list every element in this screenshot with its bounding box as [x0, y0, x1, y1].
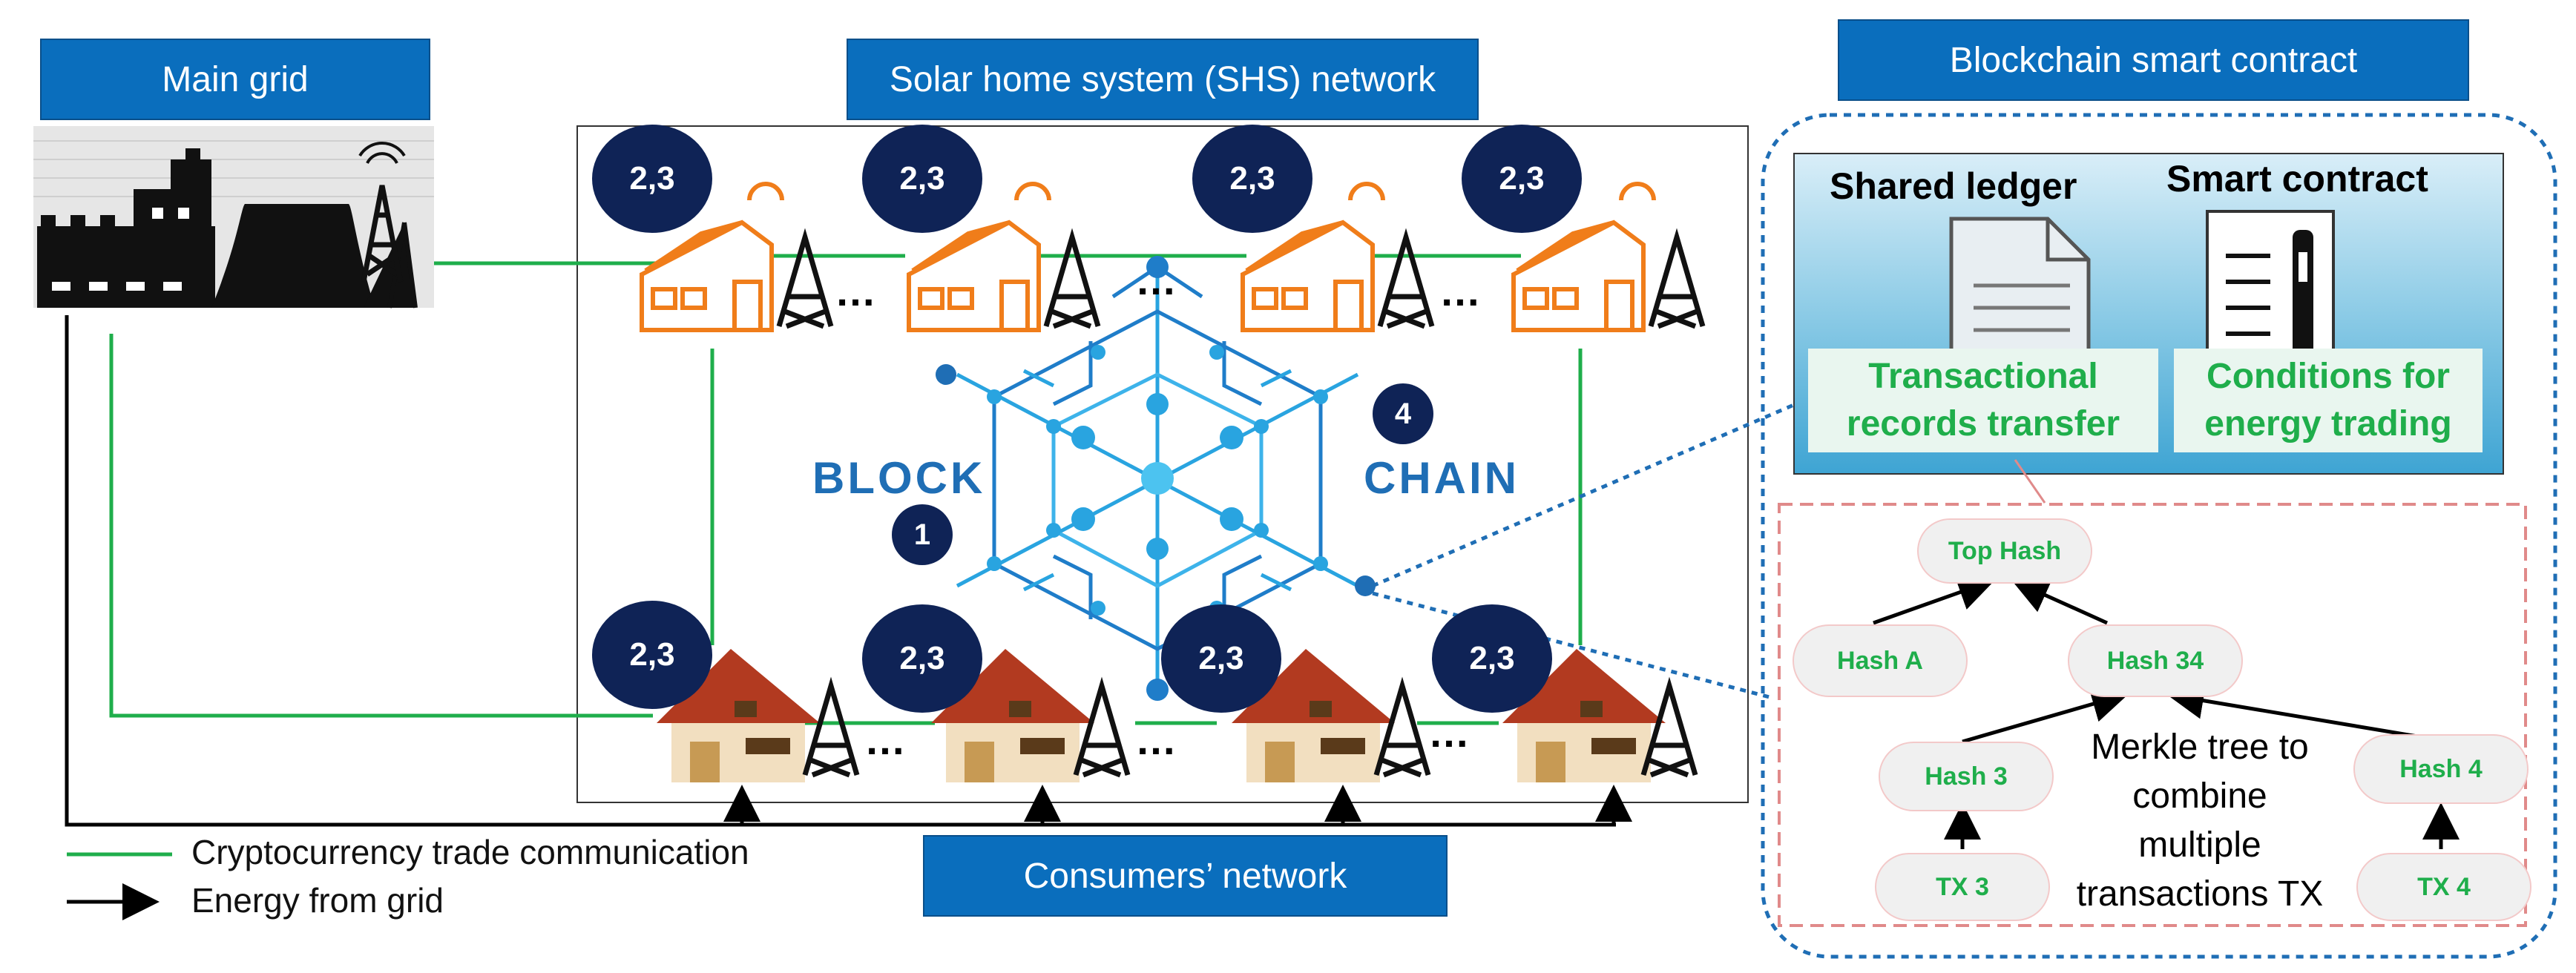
solar-house-icon: [1511, 182, 1656, 332]
merkle-node-hash-3: Hash 3: [1879, 742, 2054, 811]
smart-contract-header: Blockchain smart contract: [1838, 19, 2469, 101]
smart-contract-icon: [2206, 210, 2335, 357]
ellipsis: …: [864, 716, 907, 763]
merkle-node-tx-3: TX 3: [1875, 853, 2050, 921]
transactional-line-2: records transfer: [1846, 404, 2120, 443]
consumer-house-icon: [931, 649, 1094, 782]
transactional-records-label: Transactional records transfer: [1808, 349, 2158, 452]
step-badge: 2,3: [1432, 604, 1552, 713]
tower-icons-lower: [802, 676, 1698, 778]
step-badge: 2,3: [1161, 604, 1281, 713]
consumer-house-icon: [1502, 649, 1666, 782]
ellipsis: …: [1428, 709, 1471, 756]
merkle-node-top-hash: Top Hash: [1917, 518, 2092, 584]
step-badge: 2,3: [1462, 125, 1582, 233]
merkle-caption: Merkle tree to combine multiple transact…: [2048, 723, 2352, 919]
step-badge: 2,3: [862, 125, 982, 233]
smart-contract-frame: [1761, 113, 2557, 959]
solar-house-icon: [1241, 182, 1385, 332]
merkle-caption-line: multiple: [2138, 825, 2261, 865]
merkle-node-hash-4: Hash 4: [2353, 734, 2529, 804]
merkle-frame: [1778, 503, 2527, 927]
step-badge-4: 4: [1373, 383, 1433, 444]
merkle-caption-line: Merkle tree to: [2091, 728, 2309, 767]
step-badge: 2,3: [1192, 125, 1312, 233]
consumer-houses: [657, 649, 1666, 782]
shs-network-header: Solar home system (SHS) network: [847, 39, 1479, 120]
transactional-line-1: Transactional: [1868, 357, 2098, 396]
solar-house-icon: [907, 182, 1051, 332]
solar-house-icon: [640, 182, 784, 332]
grid-tower-icon: [358, 142, 406, 283]
shs-network-frame: [576, 125, 1749, 803]
step-badge-1: 1: [892, 504, 953, 565]
ellipsis: …: [1135, 257, 1178, 303]
conditions-line-1: Conditions for: [2207, 357, 2450, 396]
tower-icons-upper: [776, 228, 1706, 329]
solar-houses: [640, 182, 1656, 332]
conditions-label: Conditions for energy trading: [2174, 349, 2483, 452]
legend-crypto-label: Cryptocurrency trade communication: [191, 833, 749, 871]
energy-lines: [65, 315, 1632, 827]
merkle-node-tx-4: TX 4: [2356, 853, 2531, 921]
merkle-caption-line: transactions TX: [2076, 874, 2324, 914]
merkle-node-hash-a: Hash A: [1793, 624, 1968, 697]
main-grid-header: Main grid: [40, 39, 430, 120]
conditions-line-2: energy trading: [2204, 404, 2452, 443]
consumer-house-icon: [1232, 649, 1395, 782]
legend-energy-label: Energy from grid: [191, 881, 444, 920]
chain-label: CHAIN: [1364, 453, 1519, 503]
merkle-caption-line: combine: [2132, 776, 2267, 816]
consumers-network-header: Consumers’ network: [923, 835, 1448, 917]
ellipsis: …: [835, 268, 878, 314]
blockchain-nodes: [936, 256, 1376, 701]
ellipsis: …: [1439, 268, 1482, 314]
block-label: BLOCK: [812, 453, 986, 503]
step-badge: 2,3: [592, 125, 712, 233]
step-badge: 2,3: [592, 601, 712, 709]
merkle-node-hash-34: Hash 34: [2068, 624, 2243, 697]
shared-ledger-title: Shared ledger: [1830, 165, 2077, 207]
power-plant-icon: [33, 126, 434, 309]
smart-contract-title: Smart contract: [2166, 158, 2428, 199]
ellipsis: …: [1135, 716, 1178, 763]
step-badge: 2,3: [862, 604, 982, 713]
consumer-house-icon: [657, 649, 820, 782]
